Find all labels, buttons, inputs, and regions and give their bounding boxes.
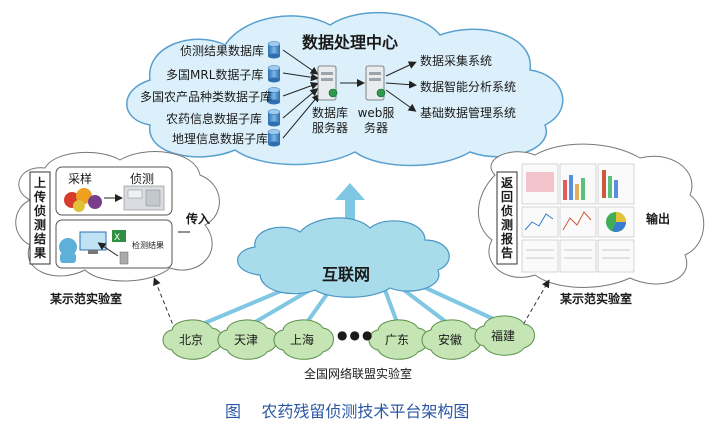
city-label: 上海 <box>290 333 315 347</box>
output-label: 输出 <box>646 212 671 226</box>
city-label: 安徽 <box>438 333 463 347</box>
db-server-label: 数据库服务器 <box>311 106 348 135</box>
data-center-title: 数据处理中心 <box>302 33 399 52</box>
system-label: 数据采集系统 <box>420 54 493 68</box>
city-label: 北京 <box>179 333 204 347</box>
data-center-cloud <box>126 11 564 167</box>
transfer-in-label: 传入 <box>186 212 211 226</box>
database-label: 多国MRL数据子库 <box>166 68 264 82</box>
database-label: 农药信息数据子库 <box>166 112 263 126</box>
report-thumbnails <box>521 163 635 273</box>
city-label: 福建 <box>491 329 516 343</box>
svg-text:X: X <box>114 233 120 243</box>
city-label: 广东 <box>385 333 410 347</box>
system-label: 数据智能分析系统 <box>420 80 517 94</box>
database-icons <box>267 41 281 147</box>
fruit-image <box>64 188 102 212</box>
city-label: 天津 <box>234 333 259 347</box>
system-arrows <box>385 61 417 112</box>
sampling-label: 采样 <box>68 172 93 186</box>
web-server-icon <box>365 65 386 101</box>
network-caption: 全国网络联盟实验室 <box>304 367 413 381</box>
upload-label-box <box>29 171 51 265</box>
ellipsis-dots: ●●● <box>337 328 375 342</box>
right-lab-caption: 某示范实验室 <box>560 292 633 306</box>
result-arrow <box>97 242 119 257</box>
detection-label: 侦测 <box>130 172 155 186</box>
internet-cloud <box>237 217 450 298</box>
instrument-image <box>123 185 165 211</box>
db-server-icon <box>317 65 338 101</box>
figure-caption: 图 农药残留侦测技术平台架构图 <box>225 402 470 421</box>
city-clouds <box>162 315 535 360</box>
web-server-label: web服务器 <box>357 106 395 135</box>
results-caption: 检测结果 <box>132 241 164 250</box>
left-dashed-arrow <box>153 277 176 331</box>
upload-results-label: 上传侦测结果 <box>33 176 46 260</box>
left-lab-caption: 某示范实验室 <box>50 292 123 306</box>
system-label: 基础数据管理系统 <box>420 106 517 120</box>
db-arrows <box>282 49 320 139</box>
internet-label: 互联网 <box>322 265 371 284</box>
database-label: 地理信息数据子库 <box>172 132 269 146</box>
database-label: 多国农产品种类数据子库 <box>140 90 273 104</box>
return-report-label: 返回侦测报告 <box>500 176 513 260</box>
city-links <box>198 281 502 327</box>
right-dashed-arrow <box>519 279 550 331</box>
database-label: 侦测结果数据库 <box>180 44 265 58</box>
report-label-box <box>496 171 518 265</box>
